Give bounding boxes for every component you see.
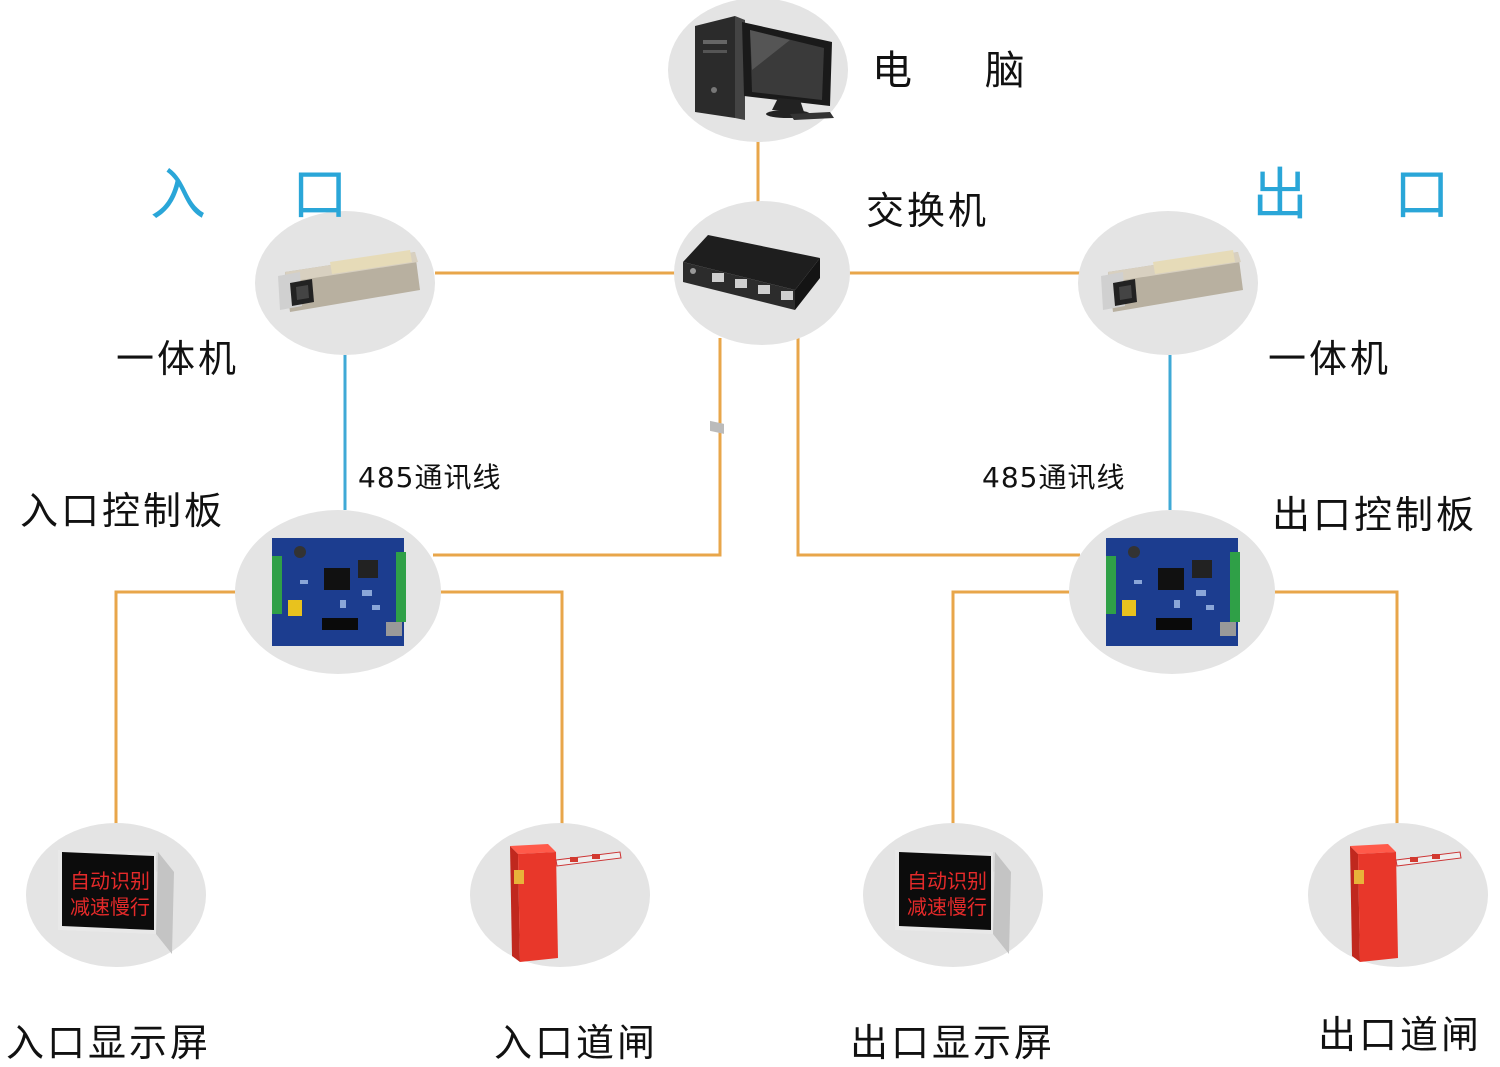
- computer-label: 电 脑: [872, 48, 1055, 94]
- exit-gate-icon: [1350, 844, 1462, 962]
- wire-switch-entry-board: [433, 338, 722, 557]
- exit-board-label: 出口控制板: [1272, 493, 1478, 537]
- entry-display-icon: 自动识别 减速慢行: [58, 850, 174, 954]
- exit-camera-label: 一体机: [1268, 337, 1392, 381]
- switch-label: 交换机: [866, 189, 990, 233]
- computer-icon: [695, 16, 834, 120]
- entry-gate-label: 入口道闸: [494, 1021, 659, 1065]
- wire-exit-board-gate: [1274, 590, 1399, 827]
- exit-gate-label: 出口道闸: [1318, 1013, 1483, 1057]
- entry-board-label: 入口控制板: [20, 489, 226, 533]
- wire-entry-board-display: [114, 590, 238, 827]
- wire-switch-exit-board: [796, 338, 1080, 557]
- entry-display-label: 入口显示屏: [6, 1021, 212, 1065]
- entry-display-line1: 自动识别: [70, 869, 150, 893]
- entry-display-line2: 减速慢行: [70, 895, 150, 919]
- exit-display-line2: 减速慢行: [907, 895, 987, 919]
- wires: [114, 140, 1399, 827]
- exit-board-icon: [1106, 538, 1240, 646]
- exit-wire-label: 485通讯线: [982, 461, 1126, 494]
- entry-camera-label: 一体机: [116, 337, 240, 381]
- wire-exit-board-display: [951, 590, 1072, 827]
- exit-display-label: 出口显示屏: [850, 1021, 1056, 1065]
- switch-icon: [683, 235, 820, 434]
- exit-camera-icon: [1101, 250, 1243, 312]
- entry-wire-label: 485通讯线: [358, 461, 502, 494]
- exit-gate-node: [1308, 823, 1488, 967]
- exit-section-title: 出 口: [1252, 163, 1484, 228]
- wire-entry-board-gate: [440, 590, 564, 827]
- entry-board-icon: [272, 538, 406, 646]
- entry-section-title: 入 口: [150, 163, 382, 228]
- entry-gate-node: [470, 823, 650, 967]
- entry-gate-icon: [510, 844, 622, 962]
- entry-camera-icon: [278, 250, 420, 312]
- exit-display-line1: 自动识别: [907, 869, 987, 893]
- exit-display-icon: 自动识别 减速慢行: [895, 850, 1011, 954]
